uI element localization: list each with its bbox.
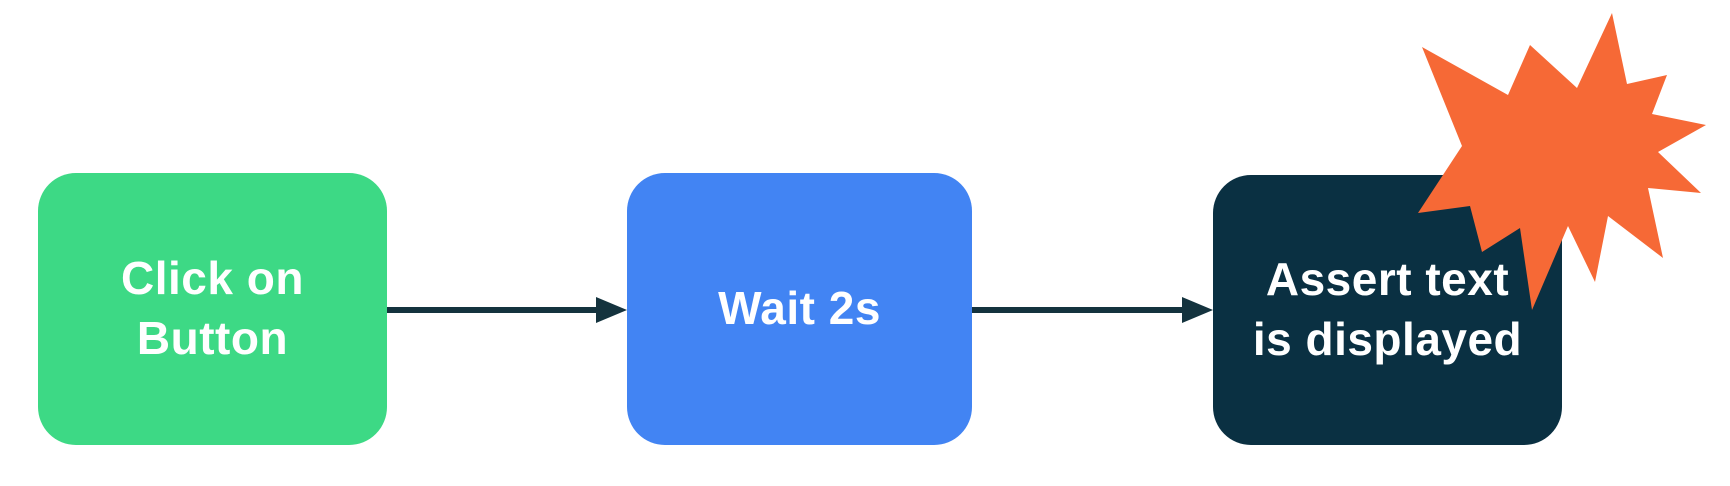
node-label-wait-2s: Wait 2s (718, 282, 881, 335)
flow-node-assert-text-is-displayed: Assert text is displayed (1213, 175, 1562, 445)
connector-arrowhead-icon-2 (1182, 297, 1213, 323)
connector-arrowhead-icon-1 (596, 297, 627, 323)
node-label-click-on-button: Click on Button (121, 252, 304, 364)
flow-node-click-on-button: Click on Button (38, 173, 387, 445)
flow-node-wait-2s: Wait 2s (627, 173, 972, 445)
node-label-assert-text-is-displayed: Assert text is displayed (1252, 253, 1523, 365)
